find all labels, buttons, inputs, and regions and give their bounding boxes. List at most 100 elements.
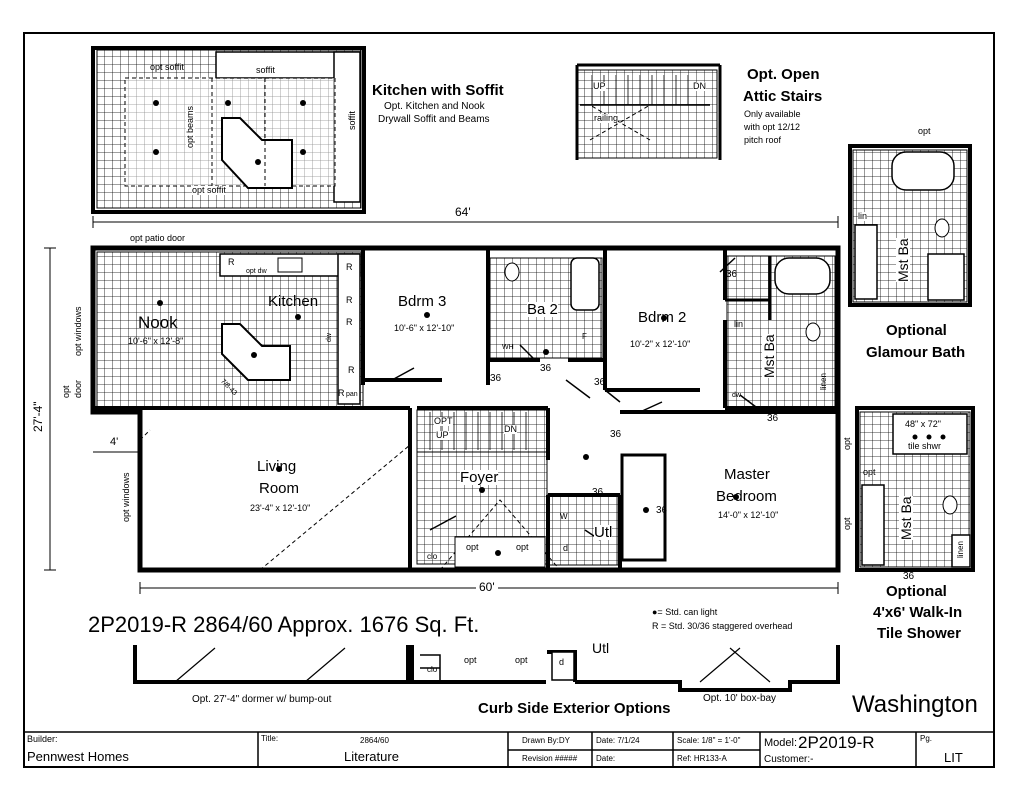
exterior-options [133,645,840,692]
room-master-size: 14'-0" x 12'-10" [718,510,779,520]
attic-note-2: with opt 12/12 [744,122,801,132]
dim-offset: 4' [110,436,119,448]
label-pan: pan [346,391,358,398]
room-master-bath: Mst Ba [761,334,777,378]
room-foyer: Foyer [460,469,499,486]
kitchen-soffit-line1: Opt. Kitchen and Nook [384,101,485,112]
shower-title-3: Tile Shower [877,625,961,642]
attic-dn: DN [693,81,706,91]
room-master-1: Master [724,466,770,483]
inset-label-opt-beams: opt beams [185,105,195,148]
label-opt-door-2: door [73,379,83,398]
room-nook: Nook [138,313,178,332]
inset-label-opt-soffit-bottom: opt soffit [192,185,226,195]
tb-ref: Ref: HR133-A [677,754,727,763]
label-door-36-2: 36 [540,363,552,374]
tb-scale: Scale: 1/8" = 1'-0" [677,736,741,745]
tb-pg-label: Pg. [920,734,933,743]
dim-width-top: 64' [455,205,471,219]
room-bdrm3: Bdrm 3 [398,293,447,310]
room-bdrm2-size: 10'-2" x 12'-10" [630,339,691,349]
room-ba2: Ba 2 [527,301,558,318]
label-opt-up: OPT [434,416,453,426]
label-dn: DN [504,424,517,434]
tb-title: Literature [344,749,399,764]
tb-revision: Revision ##### [522,754,578,763]
shower-size-2: tile shwr [908,441,942,451]
label-r-5: R [348,365,355,375]
glamour-opt: opt [918,126,931,136]
can-lights [157,300,739,556]
attic-note-1: Only available [744,109,801,119]
label-wh: WH [502,344,514,351]
label-r-3: R [346,295,353,305]
sheet-border [23,32,995,768]
title-block [24,731,994,767]
room-master-2: Bedroom [716,488,777,505]
room-nook-size: 10'-6" x 12'-8" [128,336,184,346]
label-door-36-6: 36 [610,429,622,440]
tb-builder-label: Builder: [27,734,58,744]
room-utl: Utl [594,524,613,541]
glamour-lin: lin [858,211,868,221]
room-bdrm3-size: 10'-6" x 12'-10" [394,323,455,333]
glamour-title-2: Glamour Bath [866,344,966,361]
glamour-bath-inset [848,144,972,307]
exterior-opt-2: opt [515,655,528,665]
label-door-36-4: 36 [726,269,738,280]
shower-title-1: Optional [886,583,947,600]
label-f: F [582,332,587,341]
exterior-dormer: Opt. 27'-4" dormer w/ bump-out [192,694,332,705]
label-opt-dw: opt dw [246,268,267,275]
label-linen-mb: linen [819,373,828,390]
label-lin-mb: lin [734,319,744,329]
tb-drawn: Drawn By:DY [522,736,571,745]
label-opt-patio-door: opt patio door [130,233,186,243]
inset-label-soffit-top: soffit [256,65,275,75]
tb-model: 2P2019-R [798,733,875,752]
glamour-mstba: Mst Ba [895,238,911,282]
exterior-bay: Opt. 10' box-bay [703,693,777,704]
inset-label-opt-soffit-top: opt soffit [150,62,184,72]
label-opt-windows-left: opt windows [73,306,83,356]
label-d: d [563,543,569,553]
attic-title-2: Attic Stairs [743,88,823,105]
walk-in-shower-inset [855,406,975,572]
label-opt-door-1: opt [61,385,71,398]
label-door-36-3: 36 [594,377,606,388]
label-door-36-8: 36 [656,505,668,516]
exterior-opt-1: opt [464,655,477,665]
tb-title-label: Title: [261,734,279,743]
shower-36: 36 [903,571,915,582]
attic-note-3: pitch roof [744,135,782,145]
inset-label-soffit-right: soffit [347,111,357,130]
dim-width-bottom: 60' [476,581,498,593]
exterior-d: d [559,657,565,667]
tb-customer: Customer:- [764,754,814,765]
tb-pg: LIT [944,750,963,765]
label-door-36-7: 36 [592,487,604,498]
shower-mstba: Mst Ba [898,496,914,540]
room-living-size: 23'-4" x 12'-10" [250,503,311,513]
room-kitchen: Kitchen [268,293,319,310]
shower-title-2: 4'x6' Walk-In [873,604,963,621]
glamour-title-1: Optional [886,322,947,339]
series-name: Washington [852,691,978,718]
room-living-1: Living [257,458,297,475]
label-opt-mb-1: opt [842,437,852,450]
label-r-pan: R [338,388,345,398]
label-r-1: R [228,257,235,267]
attic-railing: railing [594,113,619,123]
dim-depth: 27'-4" [31,401,45,432]
attic-title-1: Opt. Open [747,66,820,83]
tb-model-label: Model: [764,737,798,749]
shower-linen: linen [956,541,965,558]
legend-can-light: ●= Std. can light [652,607,718,617]
label-opt-front-1: opt [466,542,479,552]
tb-builder: Pennwest Homes [27,749,129,764]
label-opt-windows-living: opt windows [121,472,131,522]
room-living-2: Room [259,480,300,497]
label-up: UP [436,430,449,440]
legend-r: R = Std. 30/36 staggered overhead [652,621,793,631]
